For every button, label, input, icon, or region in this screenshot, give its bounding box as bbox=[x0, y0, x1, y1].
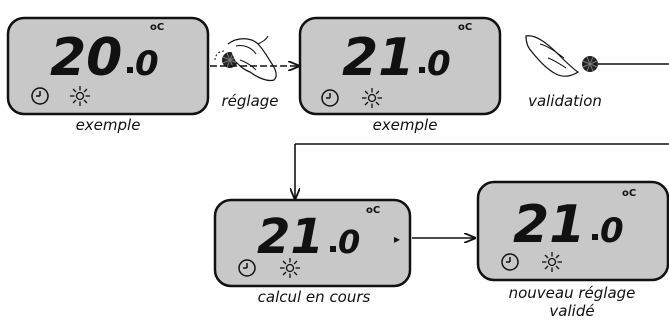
display-1-unit: oC bbox=[150, 22, 164, 33]
display-4-decimal-point bbox=[592, 234, 598, 240]
display-2-decimal-point bbox=[419, 67, 425, 73]
display-1-main-digits: 20 bbox=[50, 28, 122, 88]
hand-pressing-knob-icon bbox=[525, 35, 599, 77]
display-2-caption: exemple bbox=[373, 116, 438, 134]
display-3-indicator: ▸ bbox=[394, 232, 400, 246]
display-4-main-digits: 21 bbox=[513, 195, 585, 255]
display-3-caption: calcul en cours bbox=[258, 288, 371, 306]
lcd-display-1: 20 0 oC bbox=[6, 16, 210, 116]
lcd-display-2: 21 0 oC bbox=[298, 16, 502, 116]
display-4-decimal-digit: 0 bbox=[600, 211, 624, 251]
lcd-display-4: 21 0 oC bbox=[476, 180, 669, 282]
display-1-decimal-digit: 0 bbox=[135, 44, 159, 84]
display-2-decimal-digit: 0 bbox=[427, 44, 451, 84]
display-2-main-digits: 21 bbox=[342, 28, 414, 88]
lcd-display-3: 21 0 oC ▸ bbox=[213, 198, 412, 288]
display-1-decimal-point bbox=[127, 67, 133, 73]
display-2-unit: oC bbox=[458, 22, 472, 33]
display-4-caption-line-1: nouveau réglage bbox=[509, 284, 636, 302]
display-4-caption-line-2: validé bbox=[549, 302, 594, 320]
display-3-unit: oC bbox=[366, 205, 380, 216]
display-3-decimal-digit: 0 bbox=[338, 223, 360, 261]
hand-turning-knob-icon bbox=[214, 35, 277, 82]
adjust-step-label: réglage bbox=[221, 92, 278, 110]
validate-step-label: validation bbox=[528, 92, 602, 110]
display-4-unit: oC bbox=[622, 188, 636, 199]
display-1-caption: exemple bbox=[76, 116, 141, 134]
display-3-decimal-point bbox=[330, 246, 336, 252]
display-3-main-digits: 21 bbox=[257, 209, 324, 265]
